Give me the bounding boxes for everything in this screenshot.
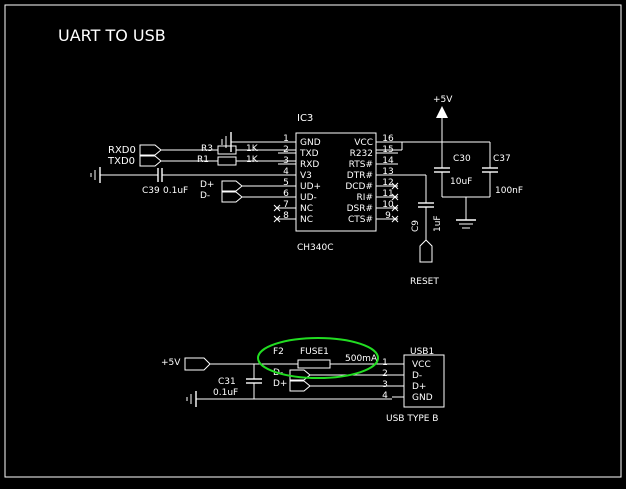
ic3-pin-number: 1 — [283, 134, 289, 144]
plus5v-left-net-port: +5V — [161, 357, 298, 379]
ic3-pin-number: 5 — [283, 178, 289, 188]
capacitor-c31: C31 0.1uF — [186, 377, 392, 407]
usb-pin-name: GND — [412, 393, 433, 403]
usb-pin-number: 1 — [382, 358, 388, 368]
ic3-pin-number: 6 — [283, 189, 289, 199]
usb-pin-name: VCC — [412, 360, 431, 370]
ic3-pin-name: UD- — [300, 193, 317, 203]
ic3-pin-name: NC — [300, 204, 313, 214]
ic3-pin-name: VCC — [354, 138, 373, 148]
ic3-pin-number: 11 — [382, 189, 393, 199]
usb-body — [403, 354, 445, 408]
fuse-ref: F2 — [273, 347, 284, 357]
r3-ref: R3 — [201, 144, 213, 154]
ic-dplus-net-port: D+ — [200, 180, 296, 192]
ic3-pin-number: 10 — [382, 200, 394, 210]
usb-ref: USB1 — [410, 347, 434, 357]
c37-value: 100nF — [495, 186, 523, 196]
usb-pin-name: D+ — [412, 382, 426, 392]
rxd0-label: RXD0 — [108, 145, 136, 156]
c9-ref: C9 — [411, 220, 421, 232]
c30-value: 10uF — [450, 177, 472, 187]
ic3-part: CH340C — [297, 243, 334, 253]
c39-value: 0.1uF — [163, 186, 188, 196]
capacitor-c9: C9 1uF — [376, 174, 443, 240]
ic3-ref: IC3 — [297, 113, 313, 124]
reset-net-port: RESET — [410, 239, 439, 287]
fuse-f2: F2 FUSE1 500mA — [273, 347, 392, 369]
fuse-rating: 500mA — [345, 354, 378, 364]
rxd0-net-port: RXD0 — [108, 144, 162, 156]
plus5v-top-label: +5V — [433, 95, 453, 105]
ic3-body — [295, 132, 377, 232]
ic3-pin-name: CTS# — [348, 215, 373, 225]
usb-pin-number: 4 — [382, 391, 388, 401]
ic-dplus-label: D+ — [200, 180, 214, 190]
usb-connector: USB1 USB TYPE B 1 VCC 2 D- 3 D+ 4 GND — [382, 347, 445, 424]
capacitor-c39: C39 0.1uF — [90, 167, 296, 196]
usb-pin-number: 3 — [382, 380, 388, 390]
capacitor-c30: C30 10uF — [434, 142, 472, 197]
c39-ref: C39 — [142, 186, 160, 196]
ic3-pin-name: DSR# — [347, 204, 373, 214]
plus5v-left-label: +5V — [161, 358, 181, 368]
ic3-pin-name: DCD# — [345, 182, 373, 192]
c30-ref: C30 — [453, 154, 471, 164]
r3-value: 1K — [246, 144, 259, 154]
ic3-pin-number: 14 — [382, 156, 394, 166]
plus5v-top-arrow — [436, 106, 448, 118]
r1-ref: R1 — [197, 155, 209, 165]
ic3-pin-number: 4 — [283, 167, 289, 177]
usb-dplus-label: D+ — [273, 379, 287, 389]
usb-dplus-net-port: D+ — [273, 379, 392, 392]
r1-value: 1K — [246, 155, 259, 165]
ic3-pin-number: 7 — [283, 200, 289, 210]
c31-ref: C31 — [218, 377, 236, 387]
ic3-pin-number: 12 — [382, 178, 393, 188]
ic3-pin-name: GND — [300, 138, 321, 148]
resistor-r3: R3 1K — [161, 144, 296, 155]
usb-pins: 1 VCC 2 D- 3 D+ 4 GND — [382, 358, 433, 403]
ic-dminus-label: D- — [200, 191, 210, 201]
ic3-pin-name: RI# — [357, 193, 373, 203]
ic-dminus-net-port: D- — [200, 191, 296, 203]
txd0-net-port: TXD0 — [107, 155, 162, 167]
vcc-rail: +5V — [376, 95, 490, 151]
nc-markers — [273, 182, 399, 223]
ic3-gnd-ground-symbol — [221, 132, 296, 152]
ic3-pin-name: R232 — [350, 149, 373, 159]
usb-pin-name: D- — [412, 371, 422, 381]
txd0-label: TXD0 — [107, 156, 135, 167]
schematic-title: UART TO USB — [58, 26, 166, 45]
c37-ref: C37 — [493, 154, 511, 164]
usb-type: USB TYPE B — [386, 414, 438, 424]
cap-ground-symbol — [442, 196, 490, 229]
c9-value: 1uF — [433, 215, 443, 232]
ic3-pin-number: 8 — [283, 211, 289, 221]
ic3-pin-name: NC — [300, 215, 313, 225]
ic3-pin-number: 16 — [382, 134, 394, 144]
ic3-pin-number: 13 — [382, 167, 393, 177]
ic3-pin-name: RTS# — [349, 160, 373, 170]
usb-pin-number: 2 — [382, 369, 388, 379]
resistor-r1: R1 1K — [161, 155, 296, 166]
capacitor-c37: C37 100nF — [482, 142, 523, 197]
sheet-border — [4, 4, 622, 478]
ic3-pin-name: V3 — [300, 171, 312, 181]
c31-value: 0.1uF — [213, 388, 238, 398]
highlight-ellipse — [257, 337, 379, 379]
ic3-pin-name: RXD — [300, 160, 319, 170]
ic3-pin-name: UD+ — [300, 182, 321, 192]
reset-label: RESET — [410, 277, 439, 287]
fuse-name: FUSE1 — [300, 347, 329, 357]
ic3-pin-name: DTR# — [347, 171, 373, 181]
ic3-pin-number: 9 — [385, 211, 391, 221]
ic3-pin-name: TXD — [299, 149, 319, 159]
